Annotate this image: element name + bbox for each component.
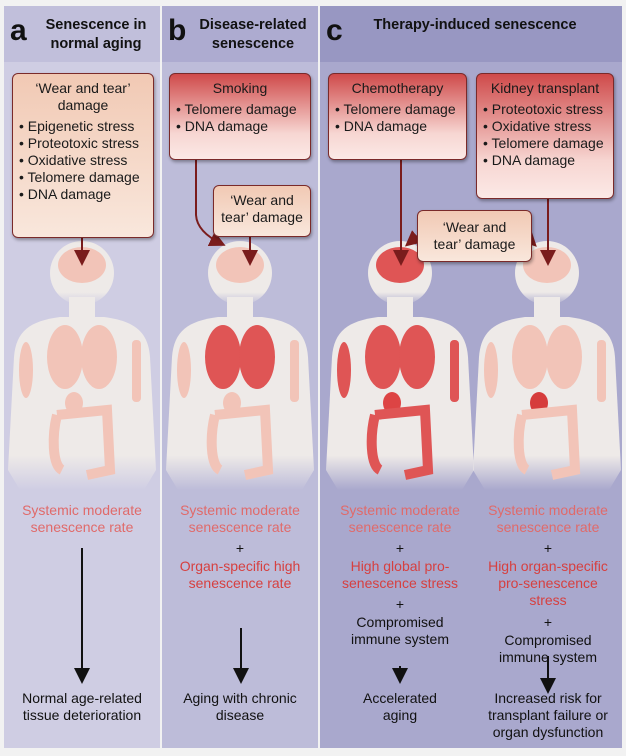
box-title: ‘Wear and tear’ damage	[221, 192, 303, 225]
muscle-icon	[484, 342, 498, 398]
wear-and-tear-box-b: ‘Wear and tear’ damage	[213, 185, 311, 237]
box-item: DNA damage	[176, 118, 304, 135]
box-item: Oxidative stress	[19, 152, 147, 169]
box-item: Epigenetic stress	[19, 118, 147, 135]
panel-letter: b	[168, 14, 187, 47]
wear-and-tear-box-c: ‘Wear and tear’ damage	[417, 210, 532, 262]
plus-sign: +	[543, 614, 553, 630]
brain-icon	[216, 247, 264, 283]
box-title: ‘Wear and tear’ damage	[433, 219, 516, 252]
immune-c2: Compromised immune system	[498, 632, 598, 665]
plus-sign: +	[543, 540, 553, 556]
plus-sign: +	[395, 596, 405, 612]
box-item: Telomere damage	[19, 169, 147, 186]
lung-icon	[47, 325, 83, 389]
box-item: DNA damage	[335, 118, 460, 135]
bone-icon	[132, 340, 141, 402]
systemic-rate-b: Systemic moderate senescence rate	[180, 502, 300, 535]
plus-sign: +	[235, 540, 245, 556]
panel-title: Disease-related senescence	[199, 17, 307, 52]
lung-icon	[239, 325, 275, 389]
box-title: Kidney transplant	[490, 80, 600, 96]
box-title: ‘Wear and tear’ damage	[35, 80, 131, 113]
body-figure-chemo	[326, 241, 474, 490]
box-item: Telomere damage	[483, 135, 607, 152]
panel-letter: c	[326, 14, 343, 47]
box-item: DNA damage	[19, 186, 147, 203]
lung-icon	[399, 325, 435, 389]
box-item: Telomere damage	[335, 101, 460, 118]
chemotherapy-box: Chemotherapy Telomere damage DNA damage	[328, 73, 467, 160]
global-stress-c1: High global pro-senescence stress	[342, 558, 458, 591]
outcome-arrows	[74, 548, 556, 694]
systemic-rate-c1: Systemic moderate senescence rate	[340, 502, 460, 535]
intestine-icon	[48, 404, 116, 480]
box-item: DNA damage	[483, 152, 607, 169]
body-figure-kidney	[473, 241, 621, 490]
panel-b-header: b Disease-related senescence	[162, 6, 318, 62]
lung-icon	[205, 325, 241, 389]
box-title: Chemotherapy	[351, 80, 444, 96]
panel-a-header: a Senescence in normal aging	[4, 6, 160, 62]
intestine-icon	[513, 404, 581, 480]
box-item: Oxidative stress	[483, 118, 607, 135]
lung-icon	[512, 325, 548, 389]
systemic-rate-a: Systemic moderate senescence rate	[22, 502, 142, 535]
muscle-icon	[177, 342, 191, 398]
organ-specific-rate-b: Organ-specific high senescence rate	[179, 558, 301, 591]
systemic-rate-c2: Systemic moderate senescence rate	[488, 502, 608, 535]
panel-title: Senescence in normal aging	[45, 17, 147, 52]
panel-title: Therapy-induced senescence	[373, 17, 577, 33]
body-figure-b	[166, 241, 314, 490]
outcome-a: Normal age-related tissue deterioration	[22, 690, 142, 723]
organ-stress-c2: High organ-specific pro-senescence stres…	[488, 558, 608, 608]
kidney-transplant-box: Kidney transplant Proteotoxic stress Oxi…	[476, 73, 614, 199]
muscle-icon	[337, 342, 351, 398]
outcome-c2: Increased risk for transplant failure or…	[488, 690, 608, 740]
muscle-icon	[19, 342, 33, 398]
plus-sign: +	[395, 540, 405, 556]
panel-c-header: c Therapy-induced senescence	[320, 6, 622, 62]
lung-icon	[365, 325, 401, 389]
bone-icon	[290, 340, 299, 402]
lung-icon	[546, 325, 582, 389]
immune-c1: Compromised immune system	[350, 614, 450, 647]
outcome-b: Aging with chronic disease	[183, 690, 297, 723]
intestine-icon	[206, 404, 274, 480]
box-item: Proteotoxic stress	[19, 135, 147, 152]
panel-letter: a	[10, 14, 27, 47]
intestine-icon	[366, 404, 434, 480]
lung-icon	[81, 325, 117, 389]
bone-icon	[597, 340, 606, 402]
smoking-box: Smoking Telomere damage DNA damage	[169, 73, 311, 160]
box-item: Proteotoxic stress	[483, 101, 607, 118]
box-title: Smoking	[212, 80, 268, 96]
outcome-c1: Accelerated aging	[363, 690, 437, 723]
box-item: Telomere damage	[176, 101, 304, 118]
bone-icon	[450, 340, 459, 402]
body-figure-a	[8, 241, 156, 490]
wear-and-tear-box-a: ‘Wear and tear’ damage Epigenetic stress…	[12, 73, 154, 238]
